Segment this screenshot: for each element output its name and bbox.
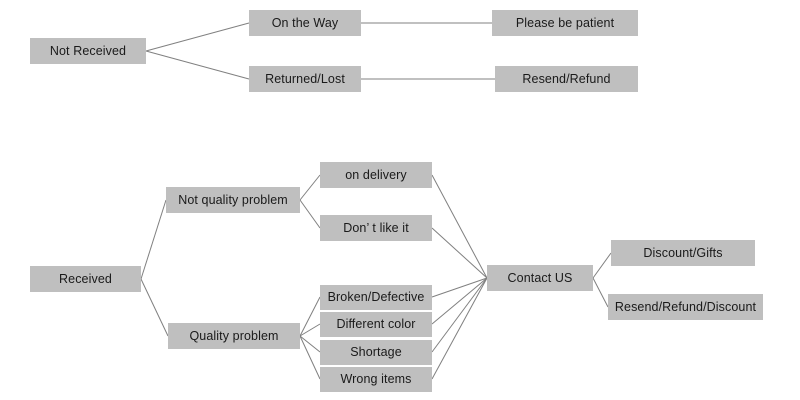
node-dont_like_it[interactable]: Don’ t like it <box>320 215 432 241</box>
connector-dont_like_it-to-contact_us <box>431 227 488 279</box>
node-not_quality[interactable]: Not quality problem <box>166 187 300 213</box>
node-label: Contact US <box>507 270 573 285</box>
node-resend_refund[interactable]: Resend/Refund <box>495 66 638 92</box>
node-label: Broken/Defective <box>327 290 425 305</box>
connector-not_quality-to-dont_like_it <box>299 199 321 229</box>
connector-on_delivery-to-contact_us <box>431 174 488 279</box>
node-label: Shortage <box>350 345 402 360</box>
node-quality[interactable]: Quality problem <box>168 323 300 349</box>
connector-not_received-to-returned_lost <box>145 50 250 80</box>
node-on_the_way[interactable]: On the Way <box>249 10 361 36</box>
node-label: On the Way <box>271 15 339 30</box>
node-on_delivery[interactable]: on delivery <box>320 162 432 188</box>
node-label: Wrong items <box>340 372 412 387</box>
connector-broken_defective-to-contact_us <box>431 277 488 298</box>
node-shortage[interactable]: Shortage <box>320 340 432 365</box>
node-label: Returned/Lost <box>265 71 345 86</box>
node-label: Quality problem <box>189 328 279 343</box>
connector-quality-to-broken_defective <box>299 296 321 337</box>
node-label: Not quality problem <box>178 192 288 207</box>
connector-received-to-quality <box>140 278 169 337</box>
connector-shortage-to-contact_us <box>431 277 488 353</box>
connector-not_received-to-on_the_way <box>145 22 250 52</box>
connector-contact_us-to-discount_gifts <box>592 252 612 279</box>
connector-quality-to-different_color <box>299 323 321 337</box>
node-not_received[interactable]: Not Received <box>30 38 146 64</box>
connector-wrong_items-to-contact_us <box>431 277 488 380</box>
node-contact_us[interactable]: Contact US <box>487 265 593 291</box>
node-wrong_items[interactable]: Wrong items <box>320 367 432 392</box>
node-returned_lost[interactable]: Returned/Lost <box>249 66 361 92</box>
node-label: Resend/Refund <box>522 71 611 86</box>
node-label: Different color <box>336 317 416 332</box>
node-resend_refund_discount[interactable]: Resend/Refund/Discount <box>608 294 763 320</box>
node-received[interactable]: Received <box>30 266 141 292</box>
node-label: Please be patient <box>515 15 615 30</box>
connector-quality-to-shortage <box>299 335 321 353</box>
node-label: Resend/Refund/Discount <box>614 299 757 314</box>
node-label: Not Received <box>49 43 127 58</box>
node-please_be_patient[interactable]: Please be patient <box>492 10 638 36</box>
node-discount_gifts[interactable]: Discount/Gifts <box>611 240 755 266</box>
node-different_color[interactable]: Different color <box>320 312 432 337</box>
node-label: Discount/Gifts <box>643 245 723 260</box>
connector-quality-to-wrong_items <box>299 335 321 380</box>
node-label: Received <box>59 271 112 286</box>
connector-not_quality-to-on_delivery <box>299 174 321 201</box>
connector-contact_us-to-resend_refund_discount <box>592 277 609 308</box>
connector-received-to-not_quality <box>140 199 167 280</box>
node-label: Don’ t like it <box>343 220 409 235</box>
node-broken_defective[interactable]: Broken/Defective <box>320 285 432 310</box>
connector-different_color-to-contact_us <box>431 277 488 325</box>
node-label: on delivery <box>345 167 407 182</box>
